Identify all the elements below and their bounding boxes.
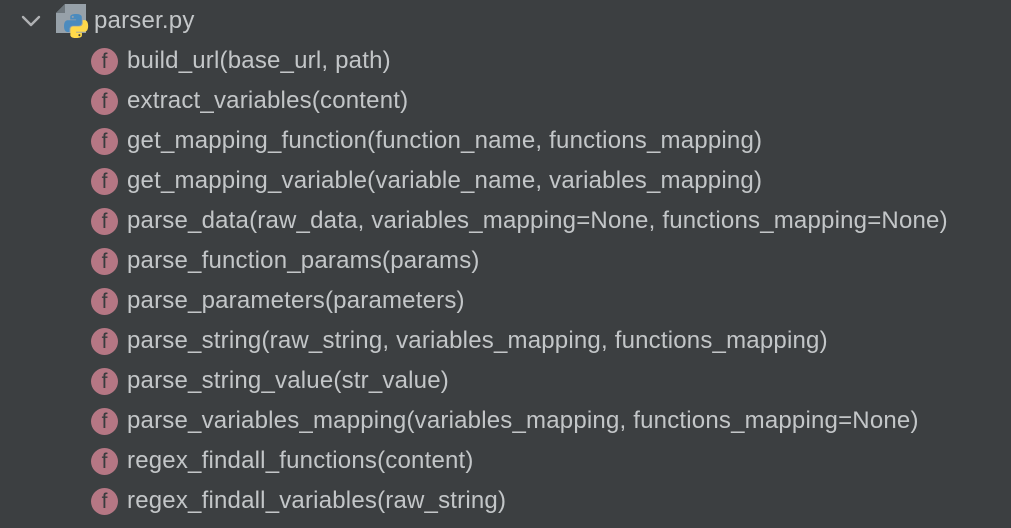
function-icon: f — [91, 87, 118, 115]
function-signature: parse_parameters(parameters) — [127, 287, 465, 314]
function-signature: parse_string(raw_string, variables_mappi… — [127, 327, 828, 354]
function-signature: parse_data(raw_data, variables_mapping=N… — [127, 207, 948, 234]
function-icon: f — [91, 167, 118, 195]
function-icon: f — [91, 207, 118, 235]
function-signature: regex_findall_functions(content) — [127, 447, 474, 474]
function-icon: f — [91, 287, 118, 315]
function-icon: f — [91, 247, 118, 275]
tree-node-function[interactable]: f extract_variables(content) — [0, 81, 1011, 121]
tree-node-function[interactable]: f parse_parameters(parameters) — [0, 281, 1011, 321]
tree-node-function[interactable]: f regex_findall_functions(content) — [0, 441, 1011, 481]
function-icon: f — [91, 327, 118, 355]
function-list: f build_url(base_url, path) f extract_va… — [0, 41, 1011, 521]
function-icon: f — [91, 447, 118, 475]
file-name: parser.py — [94, 7, 195, 34]
function-icon: f — [91, 407, 118, 435]
tree-node-function[interactable]: f get_mapping_variable(variable_name, va… — [0, 161, 1011, 201]
python-file-icon — [55, 3, 89, 39]
function-signature: parse_variables_mapping(variables_mappin… — [127, 407, 919, 434]
function-signature: get_mapping_variable(variable_name, vari… — [127, 167, 763, 194]
chevron-down-icon[interactable] — [19, 9, 43, 33]
function-signature: regex_findall_variables(raw_string) — [127, 487, 507, 514]
tree-node-function[interactable]: f regex_findall_variables(raw_string) — [0, 481, 1011, 521]
function-signature: parse_string_value(str_value) — [127, 367, 449, 394]
function-signature: get_mapping_function(function_name, func… — [127, 127, 763, 154]
tree-node-function[interactable]: f parse_data(raw_data, variables_mapping… — [0, 201, 1011, 241]
tree-node-function[interactable]: f build_url(base_url, path) — [0, 41, 1011, 81]
tree-node-function[interactable]: f get_mapping_function(function_name, fu… — [0, 121, 1011, 161]
tree-node-function[interactable]: f parse_string(raw_string, variables_map… — [0, 321, 1011, 361]
function-signature: build_url(base_url, path) — [127, 47, 391, 74]
function-signature: parse_function_params(params) — [127, 247, 480, 274]
function-icon: f — [91, 127, 118, 155]
function-icon: f — [91, 367, 118, 395]
tree-node-function[interactable]: f parse_string_value(str_value) — [0, 361, 1011, 401]
tree-node-function[interactable]: f parse_variables_mapping(variables_mapp… — [0, 401, 1011, 441]
tree-node-function[interactable]: f parse_function_params(params) — [0, 241, 1011, 281]
function-icon: f — [91, 487, 118, 515]
tree-node-file[interactable]: parser.py — [0, 1, 1011, 41]
function-icon: f — [91, 47, 118, 75]
function-signature: extract_variables(content) — [127, 87, 409, 114]
